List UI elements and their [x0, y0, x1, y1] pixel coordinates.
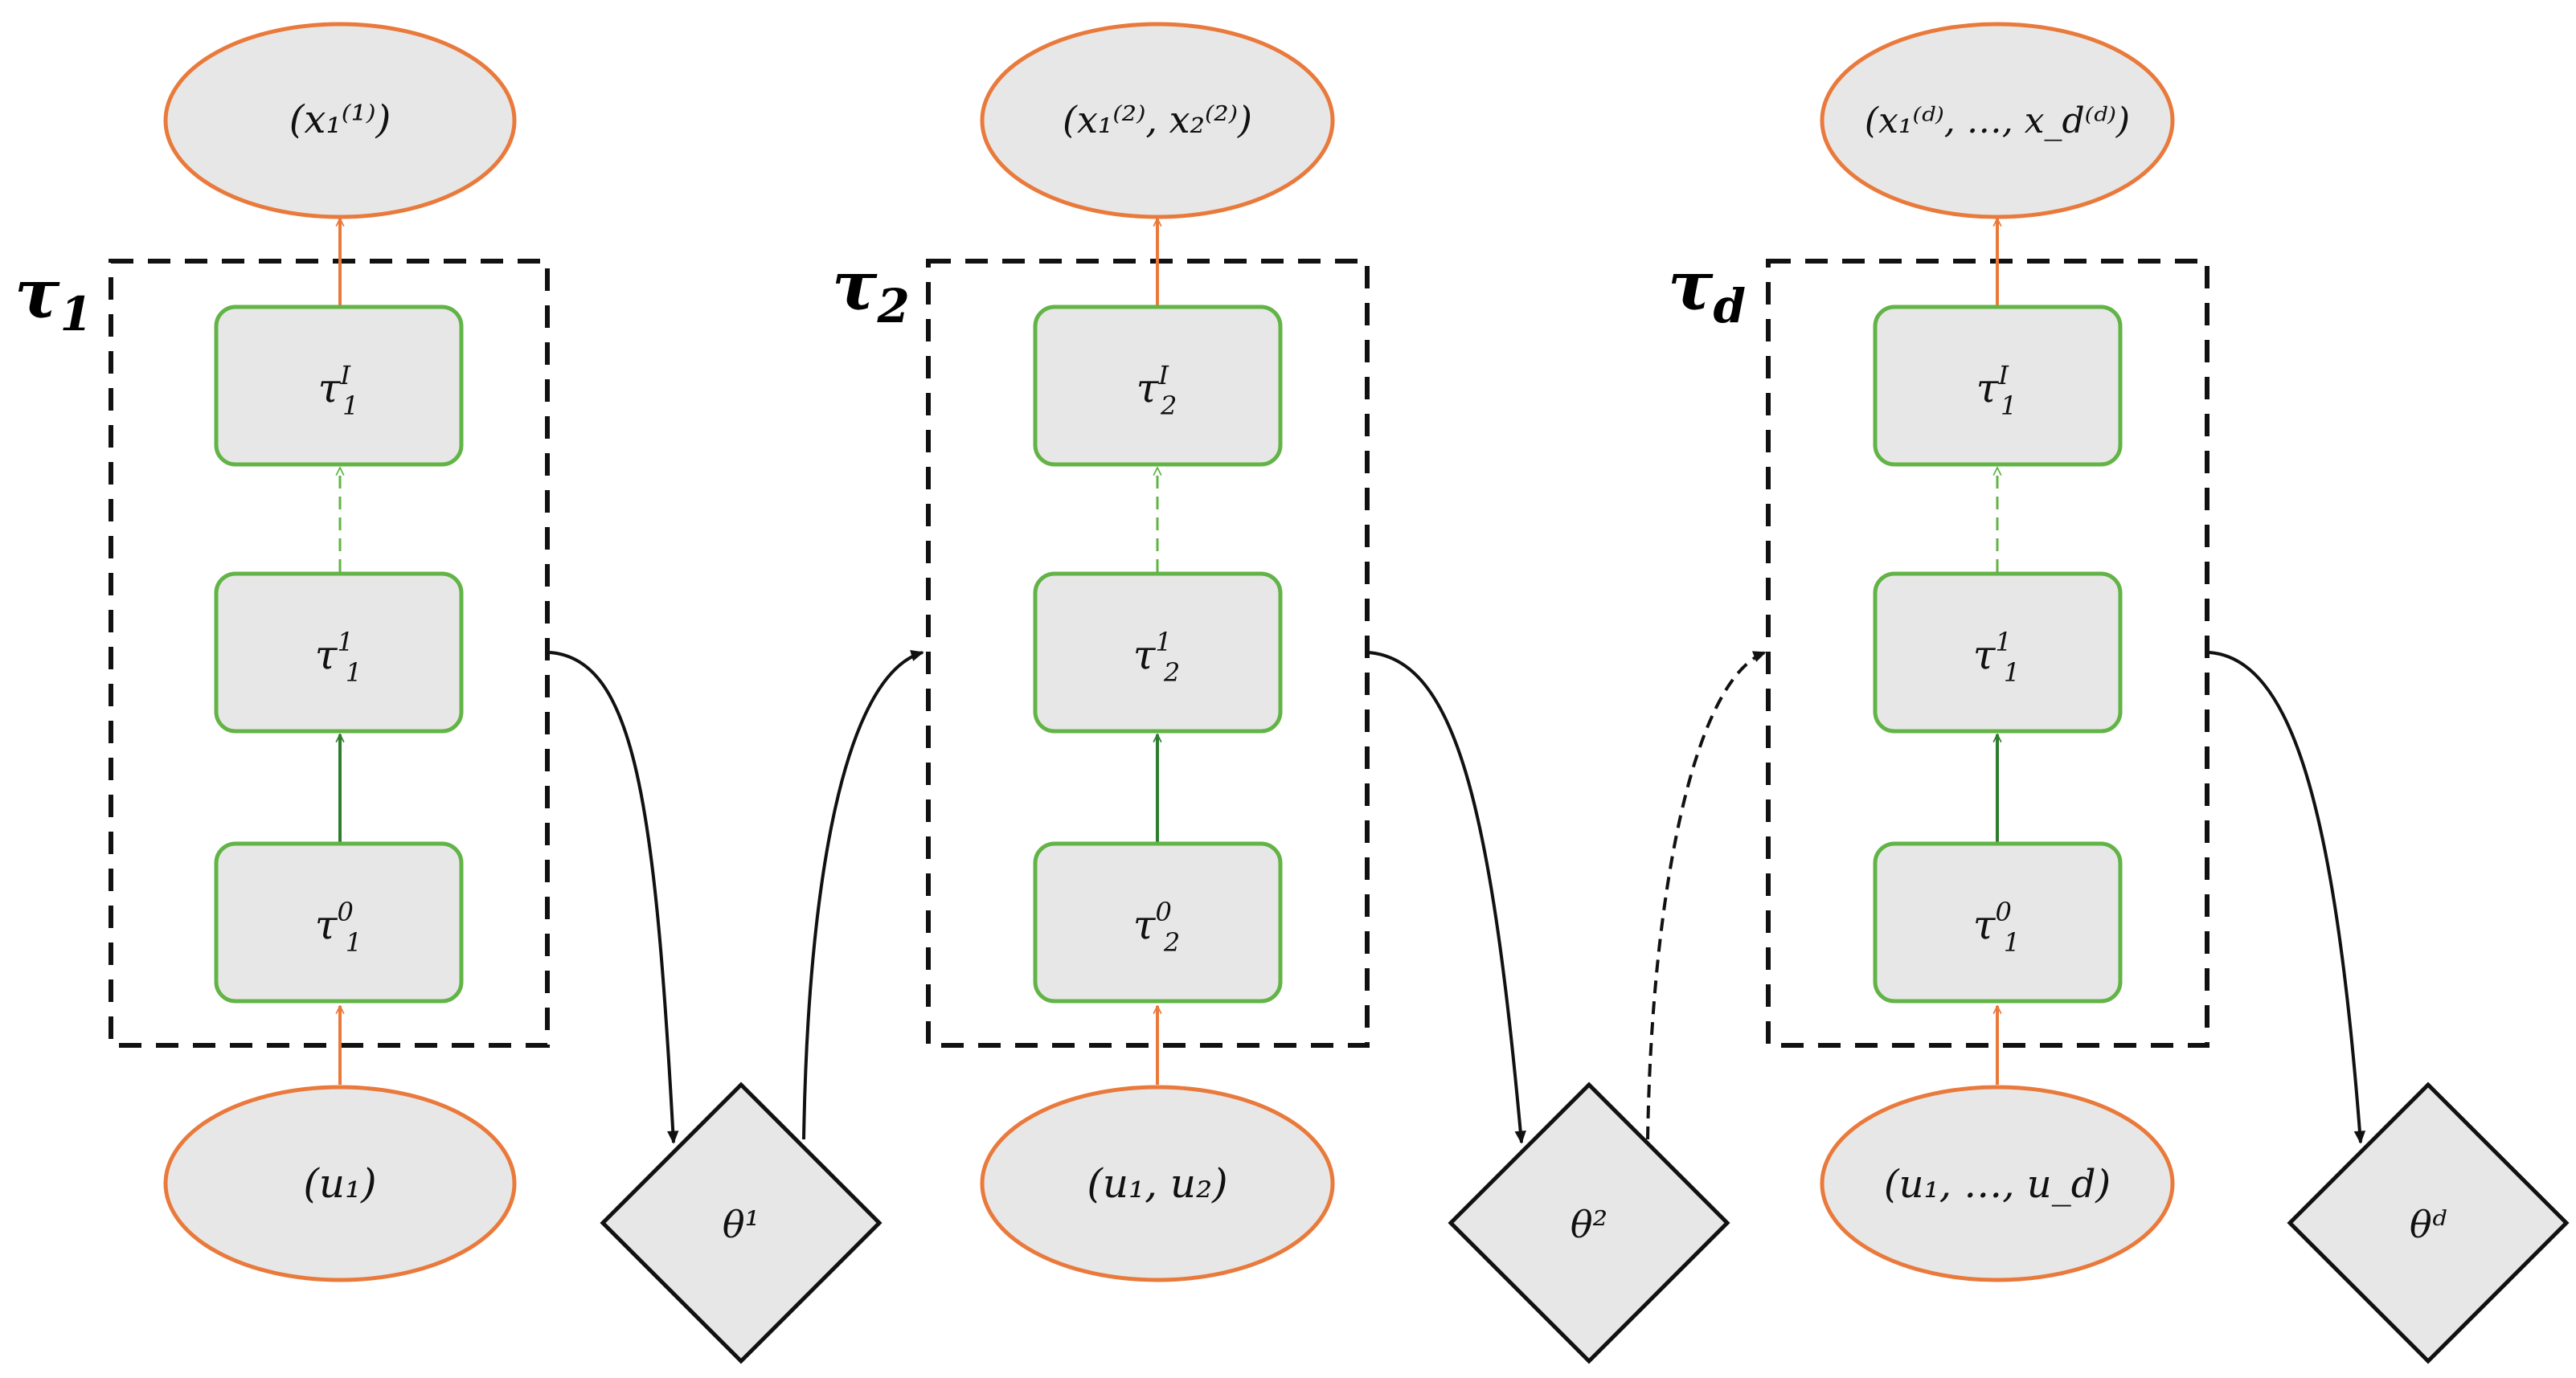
stage-d-bottom-box	[1873, 841, 2123, 1004]
stage-1-dashed-frame	[109, 259, 550, 1048]
stage-2-output-node	[980, 22, 1335, 219]
stage-2-dashed-frame	[926, 259, 1370, 1048]
stage-d-param-text: θᵈ	[2410, 1203, 2447, 1246]
stage-1-label: τ1	[14, 254, 92, 341]
stage-d-output-text: (x₁⁽ᵈ⁾, …, x_d⁽ᵈ⁾)	[1865, 100, 2130, 141]
stage-2-top-box	[1033, 305, 1283, 467]
stage-1-input-text: (u₁)	[303, 1160, 376, 1207]
connector-stage1-to-theta1	[549, 651, 679, 1144]
stage-2-input-node	[980, 1085, 1335, 1282]
stage-d-dashed-frame	[1766, 259, 2209, 1048]
stage-2-bottom-box	[1033, 841, 1283, 1004]
stage-2-param-text: θ²	[1571, 1203, 1607, 1246]
stage-1-input-node	[163, 1085, 517, 1282]
connector-theta2-to-staged	[1646, 651, 1767, 1140]
stage-1-param-diamond	[600, 1082, 883, 1364]
stage-2-label: τ2	[832, 246, 910, 333]
stage-d-top-box	[1873, 305, 2123, 467]
stage-d-label: τd	[1668, 246, 1746, 333]
stage-1-output-node	[163, 22, 517, 219]
connector-theta1-to-stage2	[802, 650, 924, 1140]
stage-2-param-diamond	[1448, 1082, 1730, 1364]
stage-1-param-text: θ¹	[723, 1203, 760, 1246]
stage-2-middle-box	[1033, 571, 1283, 734]
connector-stage2-to-theta2	[1367, 651, 1526, 1144]
stage-d-input-text: (u₁, …, u_d)	[1884, 1162, 2111, 1207]
stage-1-output-text: (x₁⁽¹⁾)	[289, 97, 391, 142]
stage-d-output-node	[1820, 22, 2175, 219]
stage-2-input-text: (u₁, u₂)	[1087, 1160, 1227, 1207]
stage-d-middle-box	[1873, 571, 2123, 734]
stage-2-output-text: (x₁⁽²⁾, x₂⁽²⁾)	[1063, 98, 1252, 141]
stage-1-middle-box	[214, 571, 464, 734]
stage-1-top-box	[214, 305, 464, 467]
stage-1-bottom-box	[214, 841, 464, 1004]
connector-staged-to-thetad	[2209, 651, 2366, 1144]
stage-d-input-node	[1820, 1085, 2175, 1282]
stage-d-param-diamond	[2287, 1082, 2570, 1364]
